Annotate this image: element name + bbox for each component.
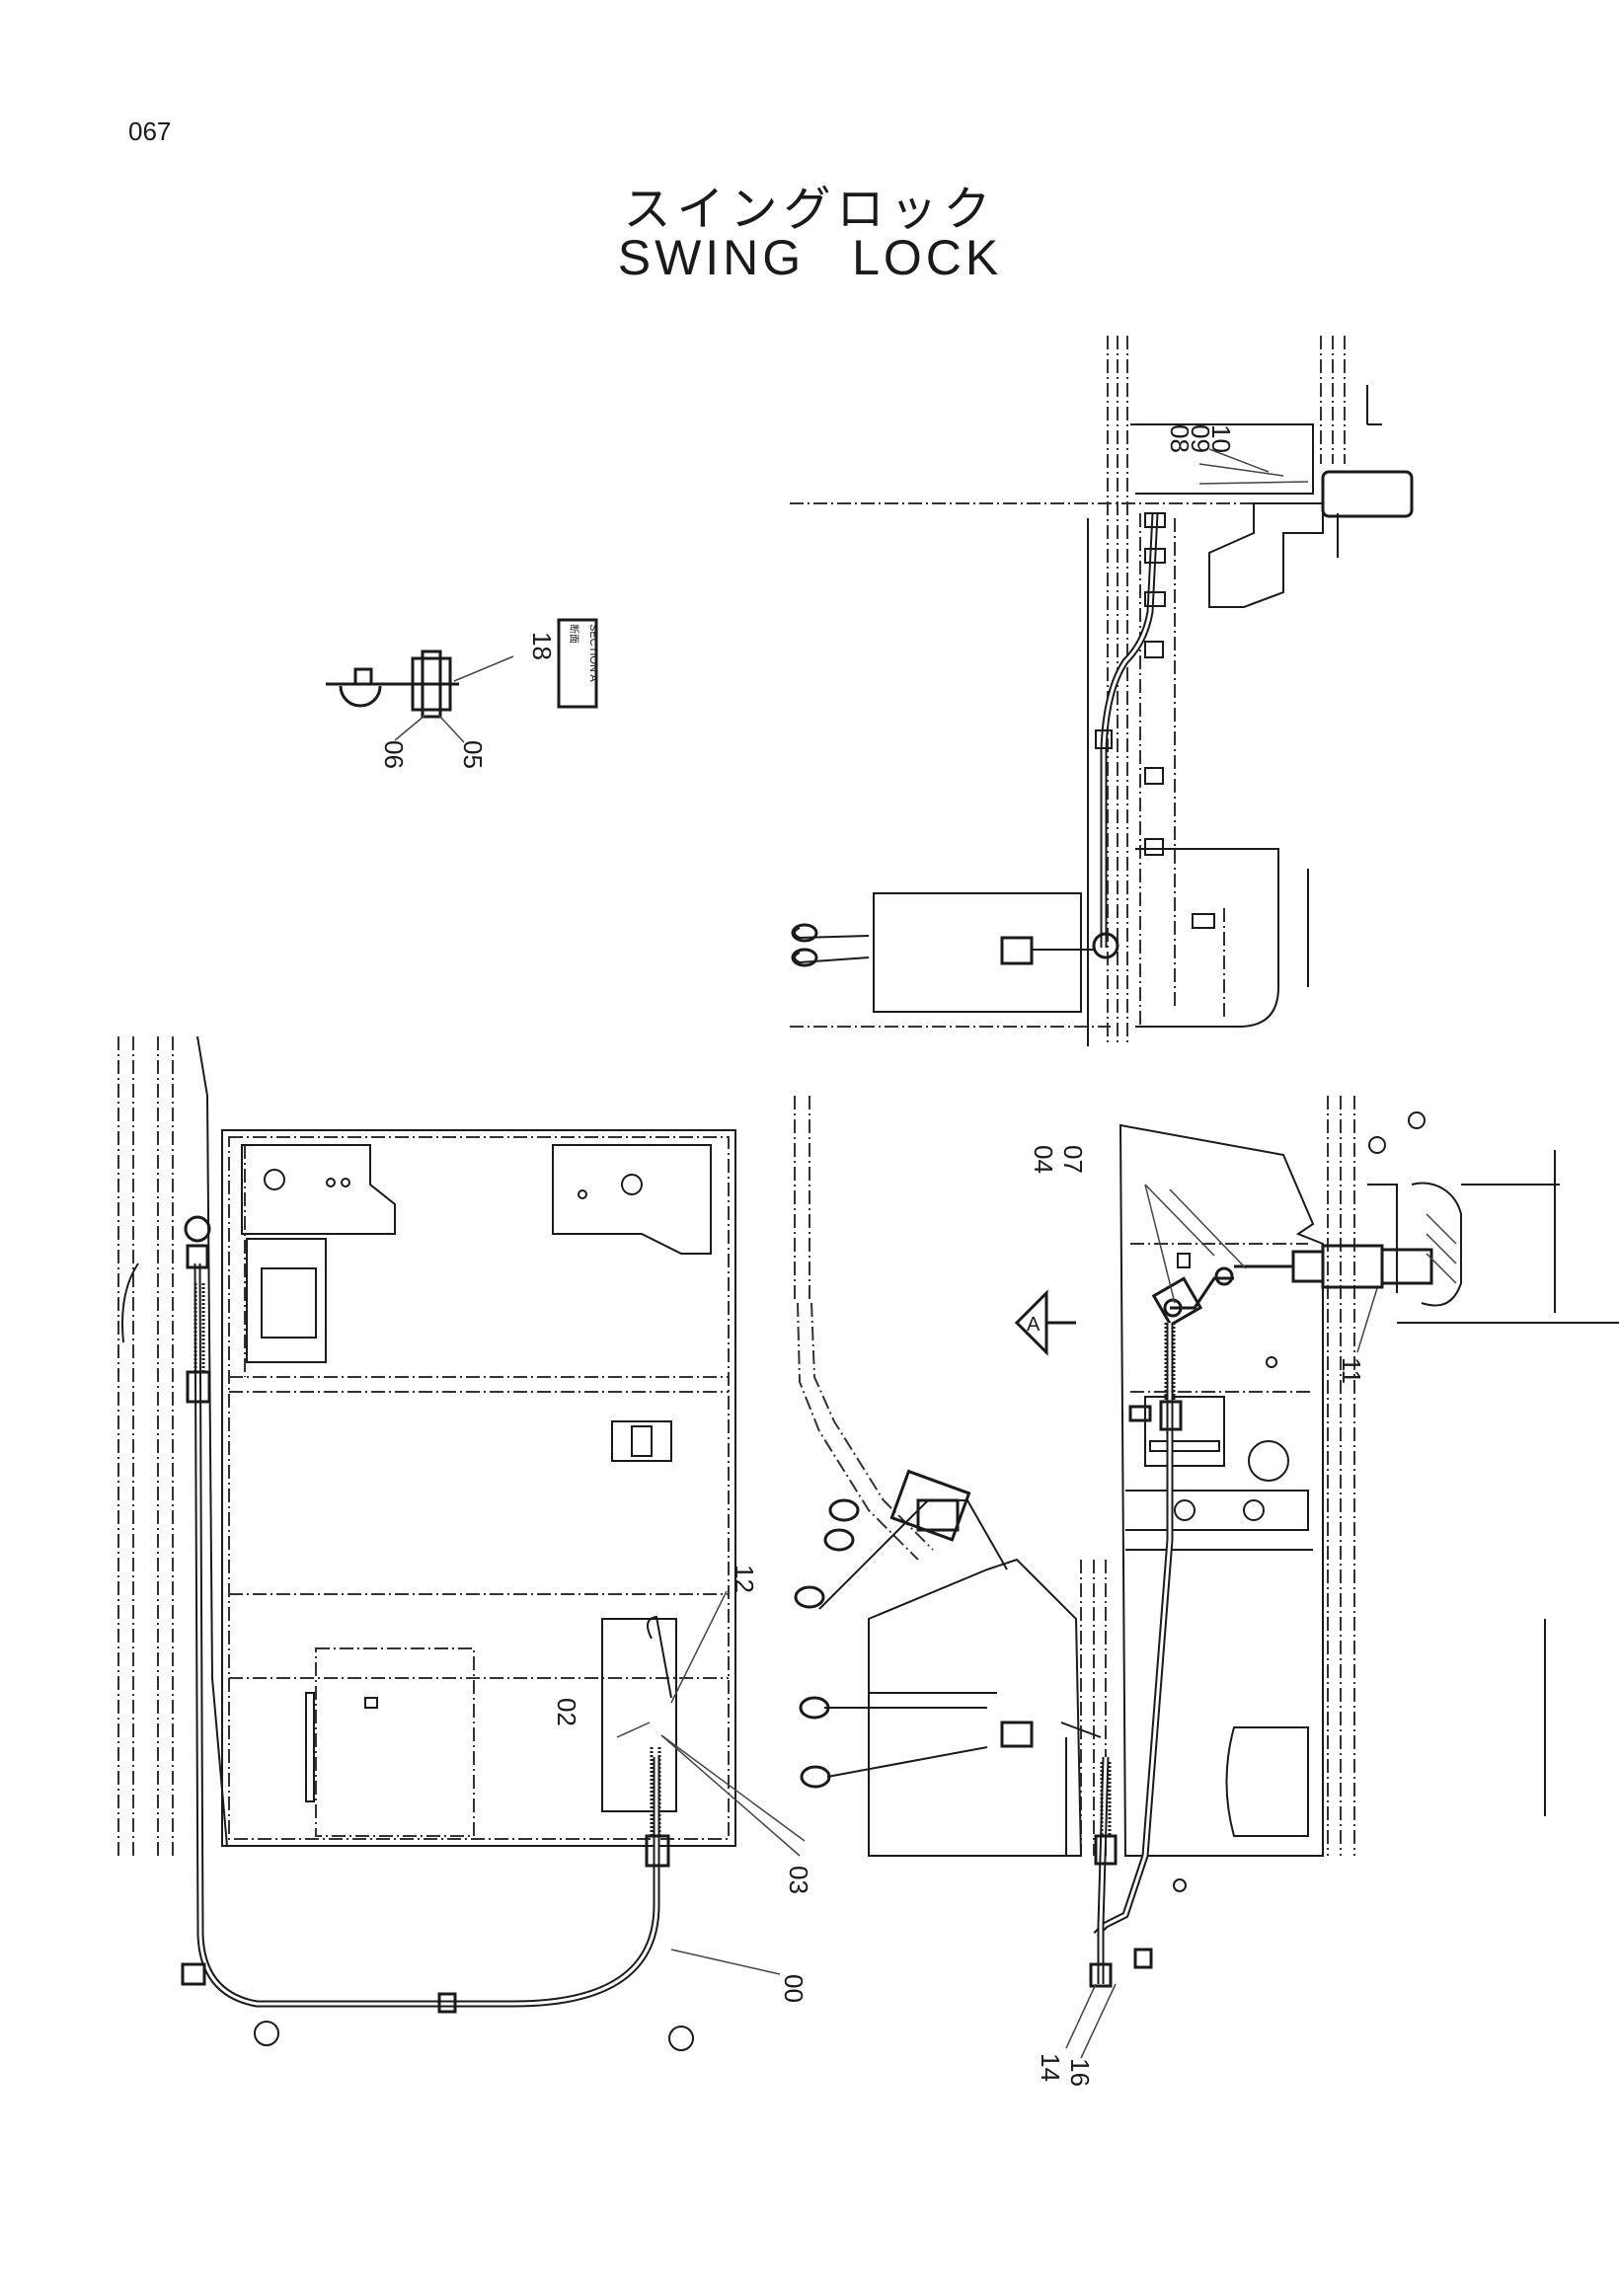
bottom-right-view (794, 1096, 1619, 2059)
callout-14: 14 (1036, 2053, 1065, 2082)
callout-16: 16 (1065, 2058, 1095, 2087)
top-view (790, 336, 1414, 1046)
section-a-detail (326, 618, 598, 743)
section-label-jp: 断面 (568, 624, 580, 644)
callout-12: 12 (730, 1565, 759, 1593)
title-english: SWING LOCK (617, 230, 1003, 285)
view-arrow-label: A (1027, 1314, 1041, 1336)
callout-03: 03 (784, 1866, 813, 1894)
section-label: SECTION A (587, 624, 599, 682)
callout-00: 00 (779, 1974, 809, 2003)
callout-06: 06 (379, 740, 409, 769)
callout-labels: 10 09 08 18 06 05 SECTION A 断面 04 07 11 … (379, 424, 1366, 2087)
callout-08: 08 (1165, 424, 1195, 453)
page-number: 067 (128, 116, 172, 146)
callout-07: 07 (1058, 1145, 1088, 1174)
bottom-left-view (117, 1035, 806, 2051)
callout-10: 10 (1206, 424, 1236, 453)
section-label-box (557, 618, 598, 709)
callout-18: 18 (527, 632, 557, 660)
callout-11: 11 (1337, 1357, 1366, 1384)
callout-04: 04 (1029, 1145, 1058, 1174)
callout-05: 05 (458, 740, 488, 769)
callout-09: 09 (1186, 424, 1215, 453)
title-japanese: スイングロック (623, 182, 997, 237)
callout-02: 02 (552, 1698, 581, 1726)
